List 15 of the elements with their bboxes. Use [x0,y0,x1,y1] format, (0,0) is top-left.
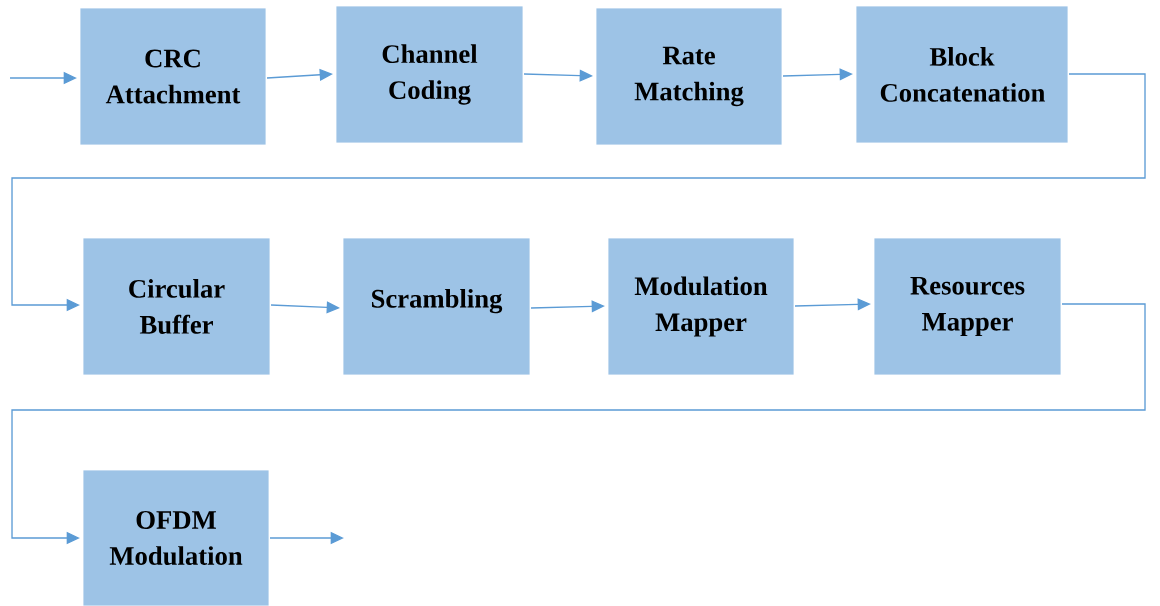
arrow [782,68,853,81]
arrow [270,301,340,314]
process-box: Resources Mapper [873,237,1062,376]
process-box: Modulation Mapper [607,237,795,376]
arrow [523,69,593,82]
process-box: Block Concatenation [855,5,1069,144]
process-box: Circular Buffer [82,237,271,376]
process-box: Channel Coding [335,5,524,144]
arrow [794,298,871,311]
arrow [266,68,333,81]
process-box: OFDM Modulation [82,469,270,606]
process-box: CRC Attachment [79,7,267,146]
arrow [530,300,605,313]
process-box: Rate Matching [595,7,783,146]
process-box: Scrambling [342,237,531,376]
